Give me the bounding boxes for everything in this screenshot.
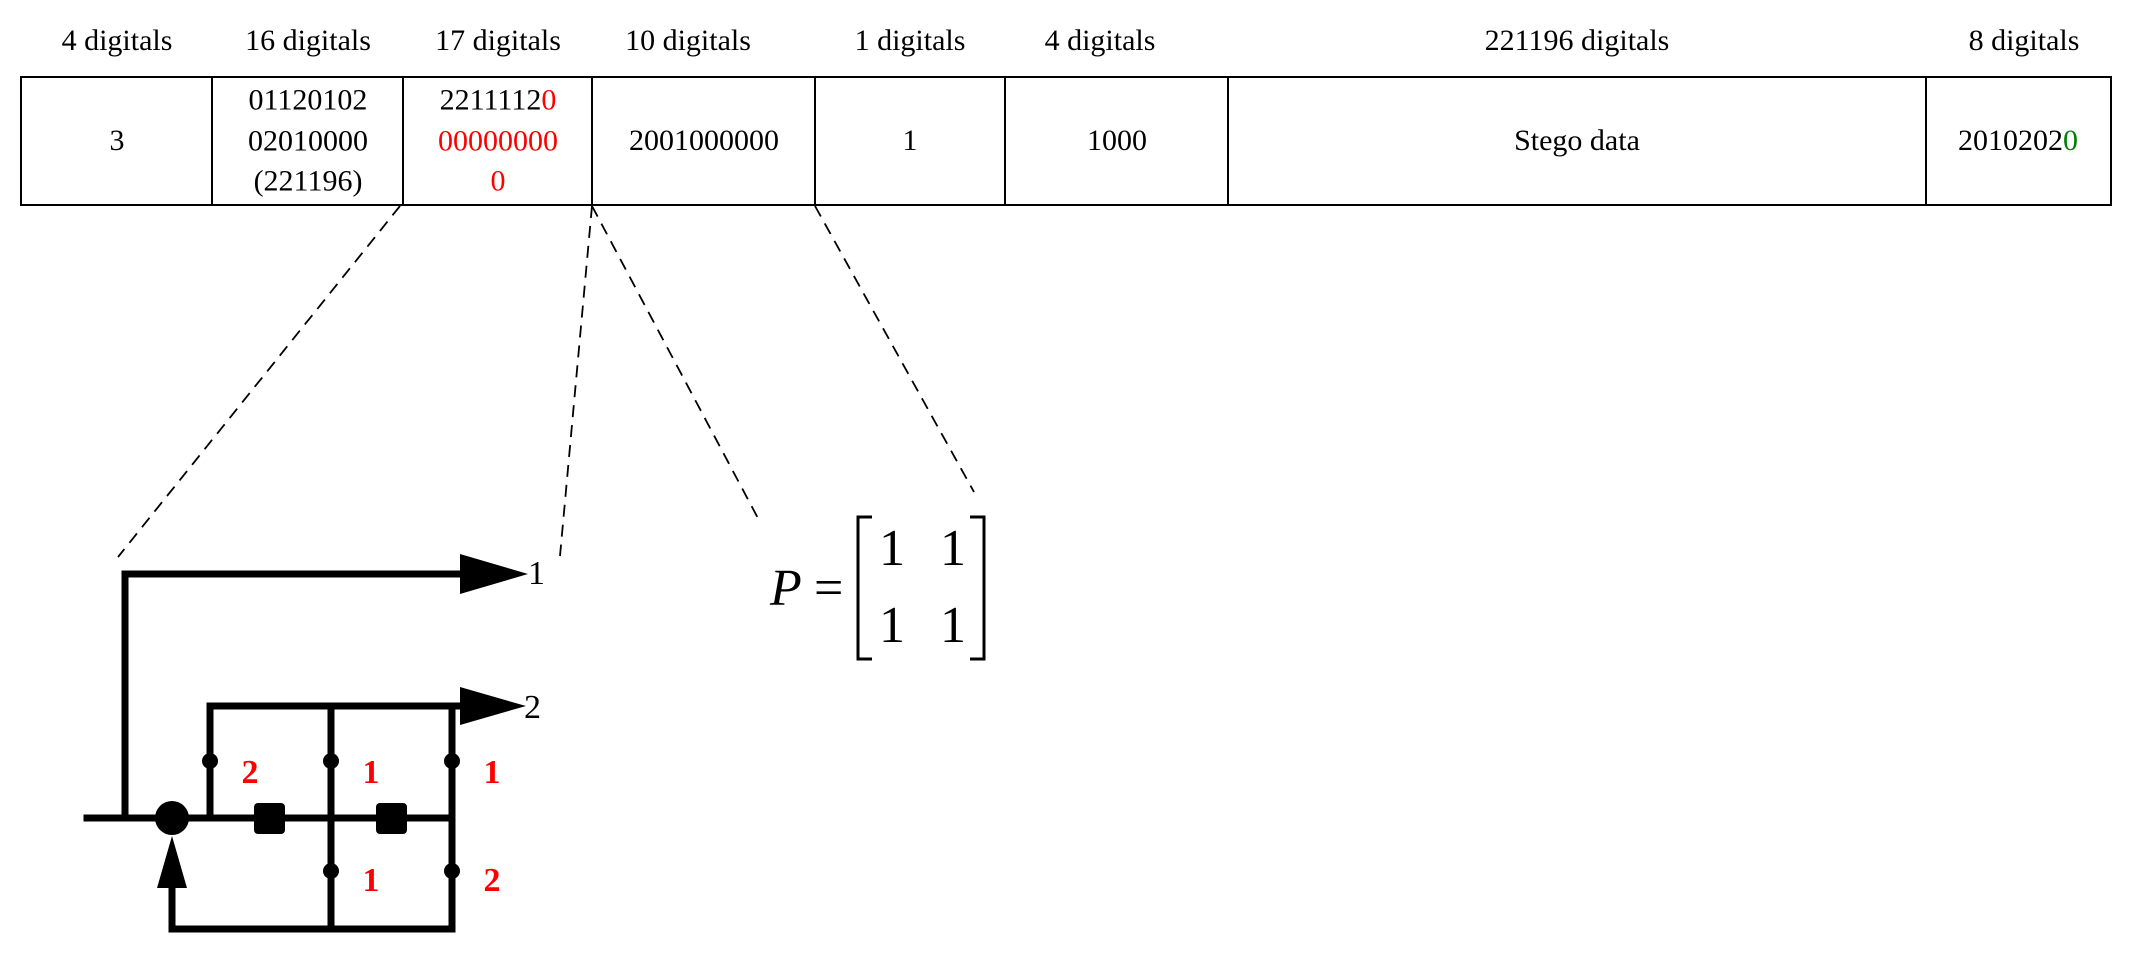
cell-2-line-1: 01120102 <box>248 83 368 117</box>
cell-8-green: 0 <box>2063 123 2078 157</box>
tap-dot-bottom-2-icon <box>444 863 460 879</box>
cell-8-black: 2010202 <box>1958 123 2063 157</box>
matrix-right-bracket <box>970 515 986 661</box>
cell-6: 1000 <box>1087 123 1147 157</box>
cell-3-line-3: 0 <box>490 164 506 198</box>
callout-circuit-right <box>559 205 593 557</box>
header-col-2: 16 digitals <box>245 24 371 57</box>
matrix-brackets <box>856 515 986 661</box>
cell-4: 2001000000 <box>629 123 779 157</box>
dashed-callouts <box>117 205 975 558</box>
matrix-entry-r1c1: 1 <box>879 520 905 577</box>
tap-dot-top-1-icon <box>202 753 218 769</box>
matrix-left-bracket <box>856 515 872 661</box>
header-col-8: 8 digitals <box>1968 24 2080 57</box>
circuit-symbols <box>155 554 528 888</box>
tap-label-top-3: 1 <box>484 754 501 791</box>
adder-node-icon <box>155 801 189 835</box>
cell-3-line-2: 00000000 <box>438 123 558 157</box>
tap-label-top-1: 2 <box>242 754 259 791</box>
encoder-circuit <box>83 570 474 933</box>
cell-8: 20102020 <box>1958 121 2078 162</box>
delay-register-1-icon <box>254 803 285 834</box>
matrix-symbol: P <box>769 560 802 617</box>
cell-5: 1 <box>902 123 918 157</box>
callout-matrix <box>591 205 761 523</box>
tap-label-top-2: 1 <box>363 754 380 791</box>
cell-2: 01120102 02010000 (221196) <box>248 80 368 202</box>
delay-register-2-icon <box>376 803 407 834</box>
matrix-entry-r1c2: 1 <box>940 520 966 577</box>
feedback-arrowhead-icon <box>157 836 187 888</box>
header-col-6: 4 digitals <box>1044 24 1156 57</box>
header-col-4: 10 digitals <box>625 24 751 57</box>
cell-7: Stego data <box>1514 123 1640 157</box>
matrix-entry-r2c1: 1 <box>879 597 905 654</box>
callout-parameter <box>814 205 975 493</box>
tap-label-bottom-1: 1 <box>363 862 380 899</box>
matrix-entry-r2c2: 1 <box>940 597 966 654</box>
cell-1: 3 <box>109 123 125 157</box>
header-col-1: 4 digitals <box>61 24 173 57</box>
header-col-5: 1 digitals <box>854 24 966 57</box>
cell-3-line-1-black: 2211112 <box>439 83 542 117</box>
header-col-3: 17 digitals <box>435 24 561 57</box>
tap-dot-bottom-1-icon <box>323 863 339 879</box>
tap-label-bottom-2: 2 <box>484 862 501 899</box>
output2-arrowhead-icon <box>460 687 526 725</box>
header-col-7: 221196 digitals <box>1484 24 1670 57</box>
output-label-1: 1 <box>528 555 545 592</box>
cell-2-line-3: (221196) <box>253 164 363 198</box>
matrix-equals: = <box>814 560 843 617</box>
cell-3-line-1: 22111120 <box>438 80 558 121</box>
callout-circuit-left <box>117 205 401 558</box>
tap-dot-top-2-icon <box>323 753 339 769</box>
cell-2-line-2: 02010000 <box>248 123 368 157</box>
tap-dot-top-3-icon <box>444 753 460 769</box>
cell-3-line-1-red: 0 <box>541 83 557 117</box>
table-border <box>20 76 2112 206</box>
output-label-2: 2 <box>524 689 541 726</box>
cell-3: 22111120 00000000 0 <box>438 80 558 202</box>
output1-arrowhead-icon <box>460 554 528 594</box>
